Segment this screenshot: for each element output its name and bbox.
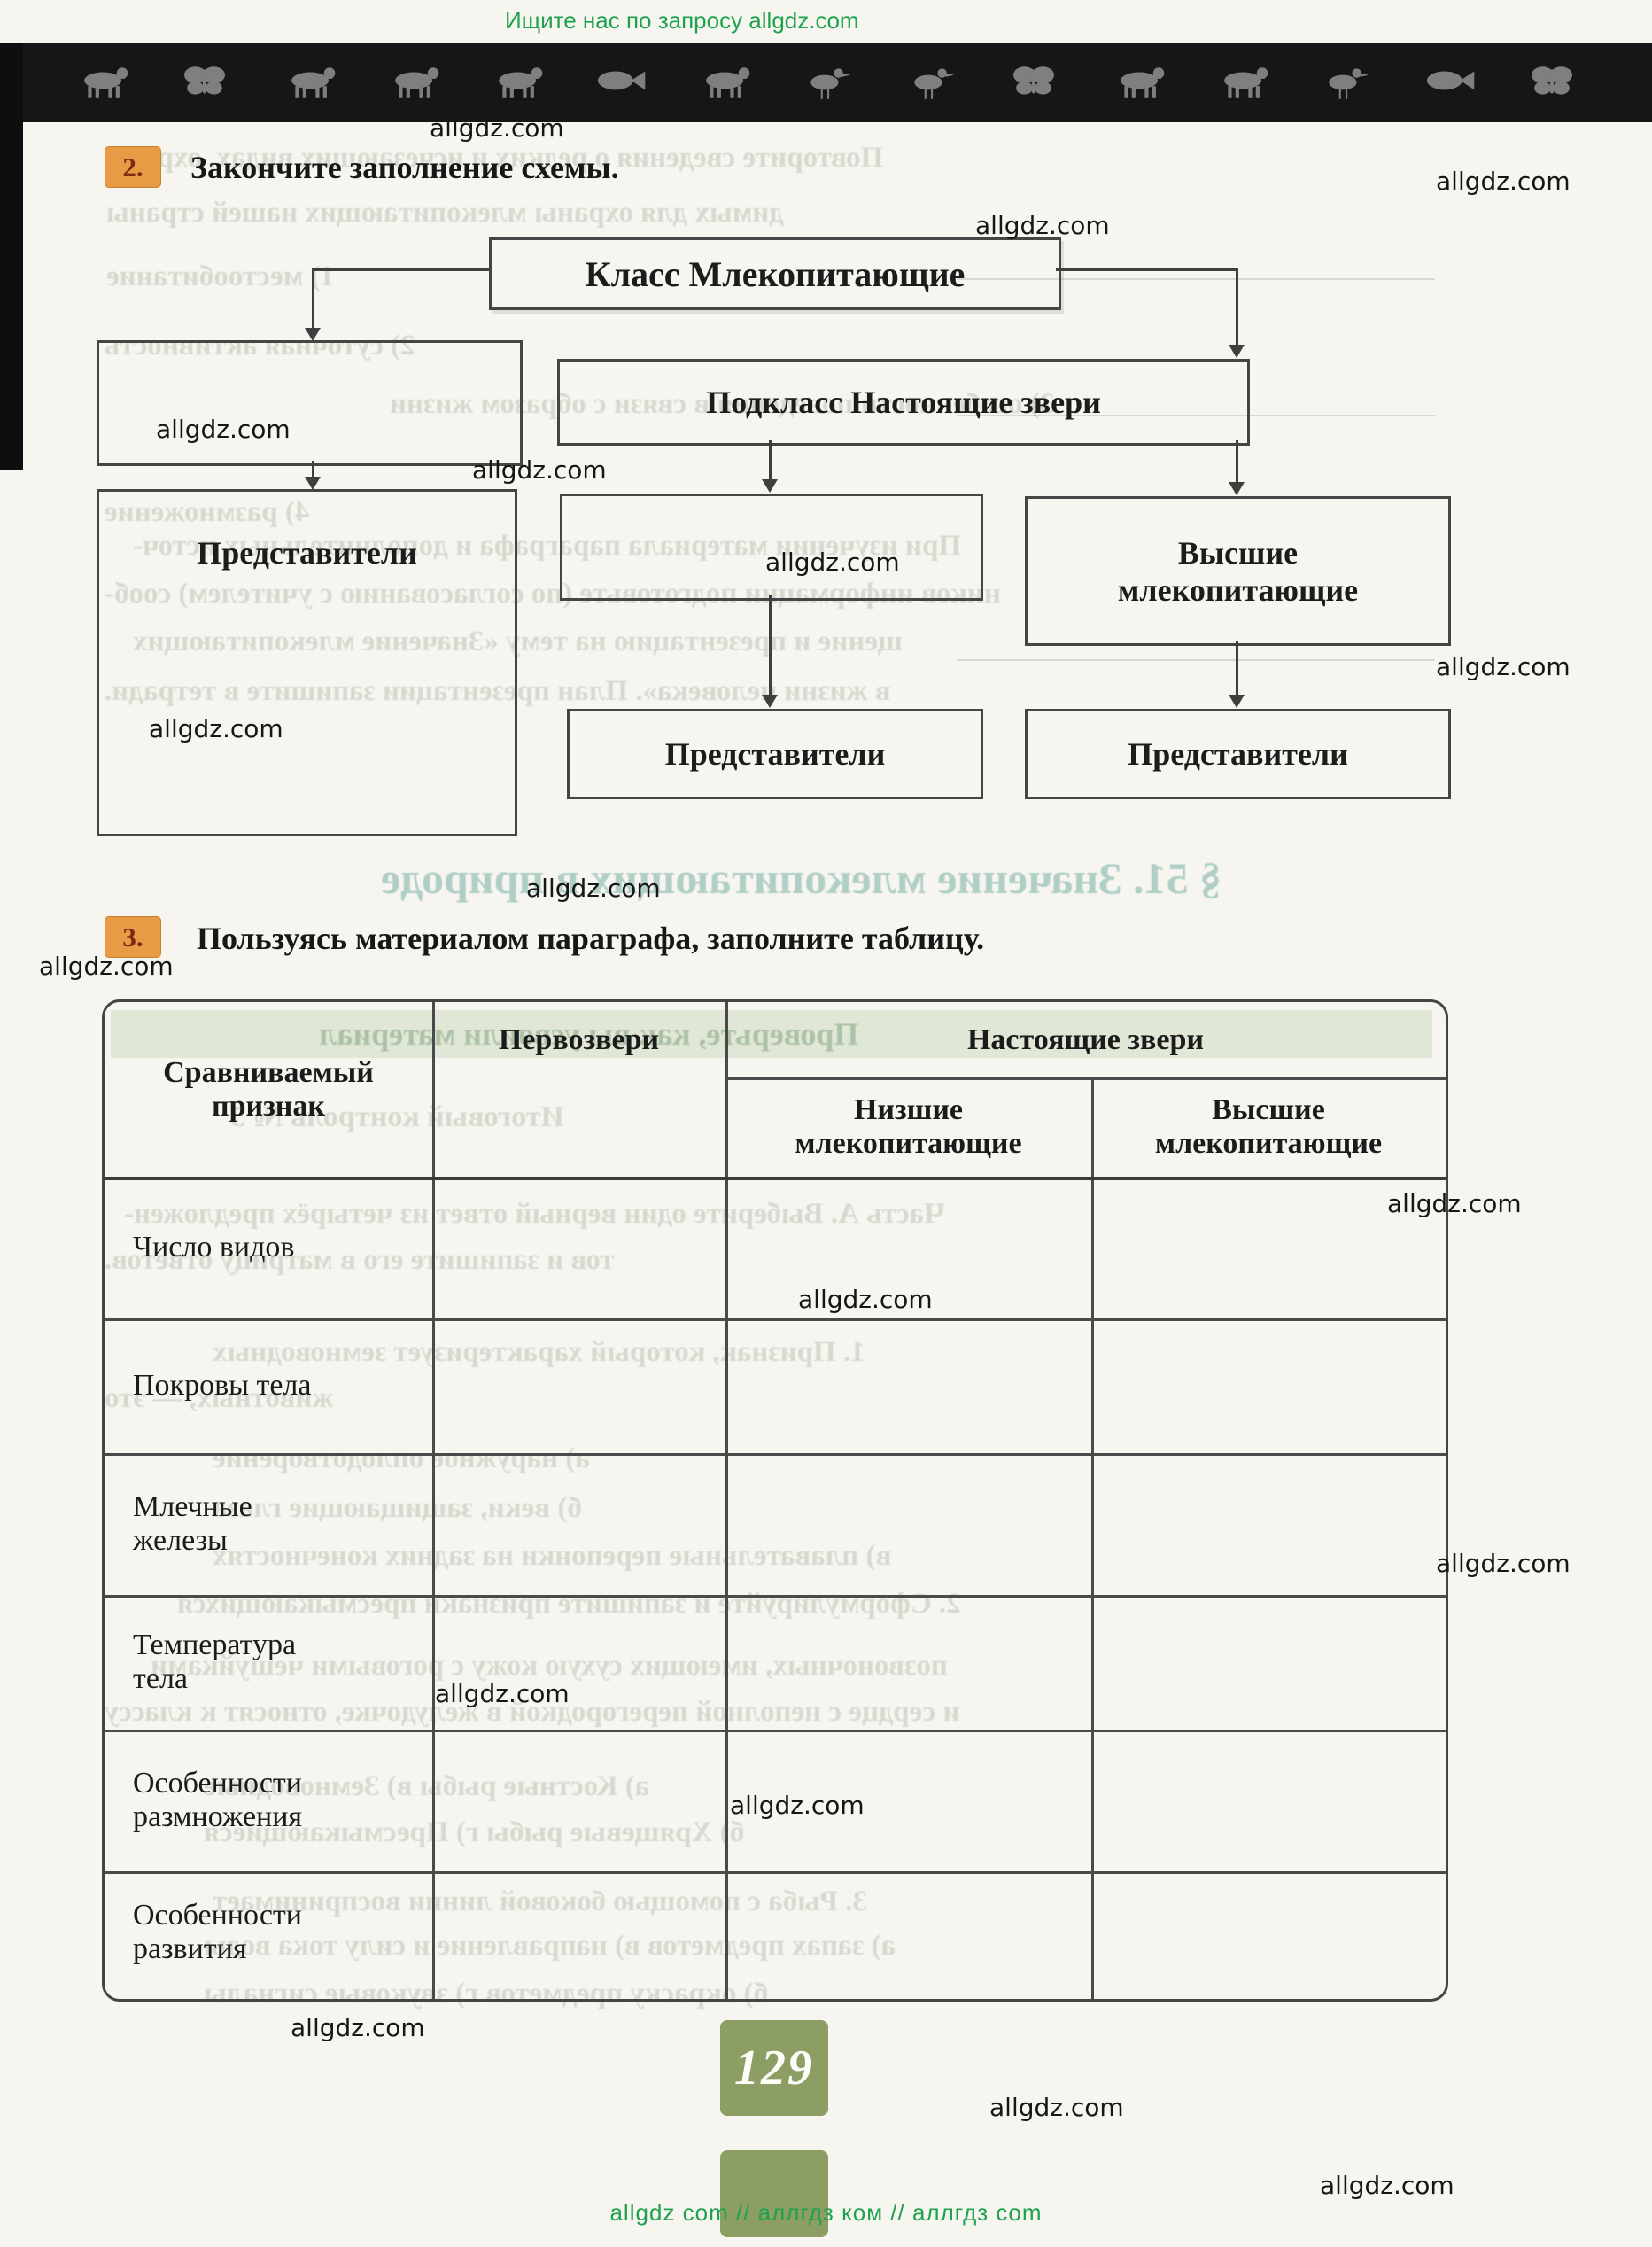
watermark-text: allgdz.com xyxy=(526,874,661,903)
heron-icon xyxy=(899,62,961,103)
watermark-text: allgdz.com xyxy=(1436,652,1571,681)
bleedthrough-text: димых для охраны млекопитающих нашей стр… xyxy=(106,197,784,229)
bleedthrough-text: 1) местообитание xyxy=(106,260,335,292)
table-row-label: Покровы тела xyxy=(133,1369,312,1402)
table-grid-line xyxy=(725,1077,1446,1080)
watermark-text: allgdz.com xyxy=(149,714,283,743)
table-row-label: Число видов xyxy=(133,1231,295,1263)
table-row-label: Особенности развития xyxy=(133,1899,302,1965)
table-grid-line xyxy=(105,1595,1446,1598)
horse-icon xyxy=(381,62,443,103)
arrow-down-icon xyxy=(305,477,321,490)
watermark-text: allgdz.com xyxy=(1320,2171,1454,2200)
watermark-text: allgdz.com xyxy=(975,211,1110,240)
bleedthrough-line xyxy=(957,278,1435,280)
watermark-text: allgdz.com xyxy=(765,548,900,577)
task-3-number-badge: 3. xyxy=(105,916,161,958)
beaver-icon xyxy=(277,62,339,103)
watermark-text: allgdz.com xyxy=(1436,1549,1571,1578)
arrow-down-icon xyxy=(762,695,778,708)
table-grid-line xyxy=(105,1318,1446,1321)
table-header-pervozveri: Первозвери xyxy=(498,1022,660,1056)
cow-icon xyxy=(1106,62,1168,103)
table-grid-line xyxy=(105,1871,1446,1874)
watermark-text: allgdz.com xyxy=(472,455,607,485)
swan-icon xyxy=(795,62,857,103)
task-3-title: Пользуясь материалом параграфа, заполнит… xyxy=(197,921,985,956)
stork-icon xyxy=(1314,62,1376,103)
connector-line xyxy=(312,461,314,478)
table-header-compared-trait: Сравниваемый признак xyxy=(163,1055,374,1123)
bleedthrough-text: § 51. Значение млекопитающих в природе xyxy=(381,853,1222,903)
connector-line xyxy=(1236,641,1238,695)
table-row-label: Особенности размножения xyxy=(133,1767,303,1833)
binding-shadow xyxy=(0,43,23,470)
promo-text-top: Ищите нас по запросу allgdz.com xyxy=(505,7,859,34)
connector-line xyxy=(1236,268,1238,346)
diagram-box-empty-left xyxy=(97,340,523,466)
diagram-box-class-mammals: Класс Млекопитающие xyxy=(489,237,1061,310)
watermark-text: allgdz.com xyxy=(730,1791,865,1820)
watermark-text: allgdz.com xyxy=(1436,167,1571,196)
connector-line xyxy=(769,440,772,481)
table-grid-line xyxy=(105,1453,1446,1456)
monkey-icon xyxy=(485,62,547,103)
table-subheader-lower-mammals: Низшие млекопитающие xyxy=(795,1093,1022,1160)
table-grid-line xyxy=(1091,1077,1094,1999)
bat-icon xyxy=(174,62,236,103)
table-grid-line xyxy=(105,1177,1446,1180)
fish-icon xyxy=(1417,62,1479,103)
connector-line xyxy=(312,268,314,330)
diagram-box-subclass-true-beasts: Подкласс Настоящие звери xyxy=(557,359,1250,446)
diagram-box-representatives-right: Представители xyxy=(1025,709,1451,799)
watermark-text: allgdz.com xyxy=(430,113,564,143)
watermark-text: allgdz.com xyxy=(798,1285,933,1314)
arrow-down-icon xyxy=(1229,345,1245,358)
watermark-text: allgdz.com xyxy=(1387,1189,1522,1218)
page-footer-badge xyxy=(720,2150,828,2237)
table-row-label: Температура тела xyxy=(133,1629,297,1695)
diagram-box-empty-middle xyxy=(560,494,983,601)
task-2-number-badge: 2. xyxy=(105,146,161,188)
bleedthrough-line xyxy=(957,415,1435,416)
arrow-down-icon xyxy=(305,328,321,341)
connector-line xyxy=(314,268,489,271)
connector-line xyxy=(769,595,772,695)
watermark-text: allgdz.com xyxy=(989,2093,1124,2122)
comparison-table: Сравниваемый признак Первозвери Настоящи… xyxy=(102,999,1448,2002)
watermark-text: allgdz.com xyxy=(39,952,174,981)
diagram-box-representatives-middle: Представители xyxy=(567,709,983,799)
connector-line xyxy=(1056,268,1238,271)
table-grid-line xyxy=(105,1730,1446,1732)
animal-banner xyxy=(0,43,1652,122)
arrow-down-icon xyxy=(1229,695,1245,708)
table-row-label: Млечные железы xyxy=(133,1490,252,1557)
task-2-title: Закончите заполнение схемы. xyxy=(190,150,619,185)
watermark-text: allgdz.com xyxy=(291,2013,425,2042)
boar-icon xyxy=(70,62,132,103)
bleedthrough-band xyxy=(111,1010,1432,1058)
whale-icon xyxy=(588,62,650,103)
watermark-text: allgdz.com xyxy=(435,1679,570,1708)
promo-text-bottom: allgdz com // аллгдз ком // аллгдз com xyxy=(609,2199,1043,2226)
bleedthrough-line xyxy=(957,659,1435,661)
diagram-box-higher-mammals: Высшие млекопитающие xyxy=(1025,496,1451,646)
table-grid-line xyxy=(432,1002,435,1999)
deer-icon xyxy=(692,62,754,103)
arrow-down-icon xyxy=(762,479,778,493)
table-subheader-higher-mammals: Высшие млекопитающие xyxy=(1154,1093,1383,1160)
watermark-text: allgdz.com xyxy=(156,415,291,444)
connector-line xyxy=(1236,440,1238,484)
table-grid-line xyxy=(725,1002,728,1999)
table-header-true-beasts: Настоящие звери xyxy=(966,1022,1205,1056)
squirrel-icon xyxy=(1210,62,1272,103)
diagram-box-representatives-left: Представители xyxy=(97,489,517,836)
butterfly-icon xyxy=(1521,62,1583,103)
dragonfly-icon xyxy=(1003,62,1065,103)
page-number-badge: 129 xyxy=(720,2020,828,2116)
arrow-down-icon xyxy=(1229,482,1245,495)
